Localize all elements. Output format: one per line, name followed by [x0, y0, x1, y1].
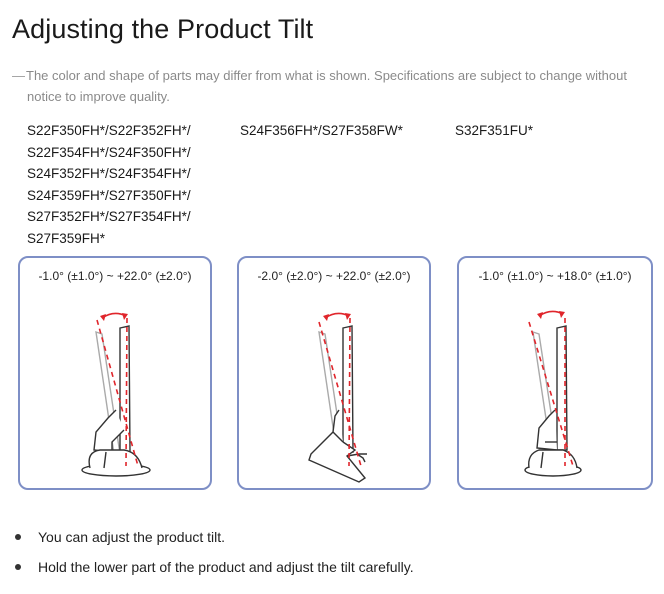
model-name: S24F359FH*/S27F350FH*/ [27, 187, 191, 203]
list-item: Hold the lower part of the product and a… [14, 556, 414, 586]
page-title: Adjusting the Product Tilt [12, 14, 314, 44]
tilt-panel-3: -1.0° (±1.0°) ~ +18.0° (±1.0°) [457, 256, 653, 490]
model-name: S27F359FH* [27, 230, 106, 246]
note-line-2: notice to improve quality. [27, 89, 170, 104]
model-list-3: S32F351FU* [455, 120, 655, 142]
note-line-1: The color and shape of parts may differ … [26, 68, 627, 83]
list-item-text: Hold the lower part of the product and a… [38, 559, 414, 575]
model-name: S27F352FH*/S27F354FH*/ [27, 209, 191, 225]
disclaimer-note: —The color and shape of parts may differ… [12, 65, 642, 107]
bullet-icon [15, 564, 21, 570]
model-name: S32F351FU* [455, 123, 534, 138]
monitor-tilt-diagram [524, 310, 582, 477]
model-list-2: S24F356FH*/S27F358FW* [240, 120, 440, 142]
model-name: S22F350FH*/S22F352FH*/ [27, 123, 191, 138]
tilt-range-label: -2.0° (±2.0°) ~ +22.0° (±2.0°) [257, 269, 411, 283]
list-item-text: You can adjust the product tilt. [38, 529, 226, 545]
note-dash-icon: — [12, 68, 25, 83]
tilt-panel-1: -1.0° (±1.0°) ~ +22.0° (±2.0°) [18, 256, 212, 490]
instruction-list: You can adjust the product tilt. Hold th… [14, 526, 414, 586]
tilt-range-label: -1.0° (±1.0°) ~ +22.0° (±2.0°) [38, 269, 192, 283]
tilt-panel-2: -2.0° (±2.0°) ~ +22.0° (±2.0°) [237, 256, 431, 490]
monitor-tilt-diagram [308, 312, 367, 483]
model-name: S24F352FH*/S24F354FH*/ [27, 166, 191, 182]
monitor-tilt-diagram [81, 312, 151, 477]
model-name: S22F354FH*/S24F350FH*/ [27, 144, 191, 160]
tilt-range-label: -1.0° (±1.0°) ~ +18.0° (±1.0°) [478, 269, 632, 283]
list-item: You can adjust the product tilt. [14, 526, 414, 556]
model-name: S24F356FH*/S27F358FW* [240, 123, 403, 138]
model-list-1: S22F350FH*/S22F352FH*/ S22F354FH*/S24F35… [27, 120, 227, 250]
bullet-icon [15, 534, 21, 540]
